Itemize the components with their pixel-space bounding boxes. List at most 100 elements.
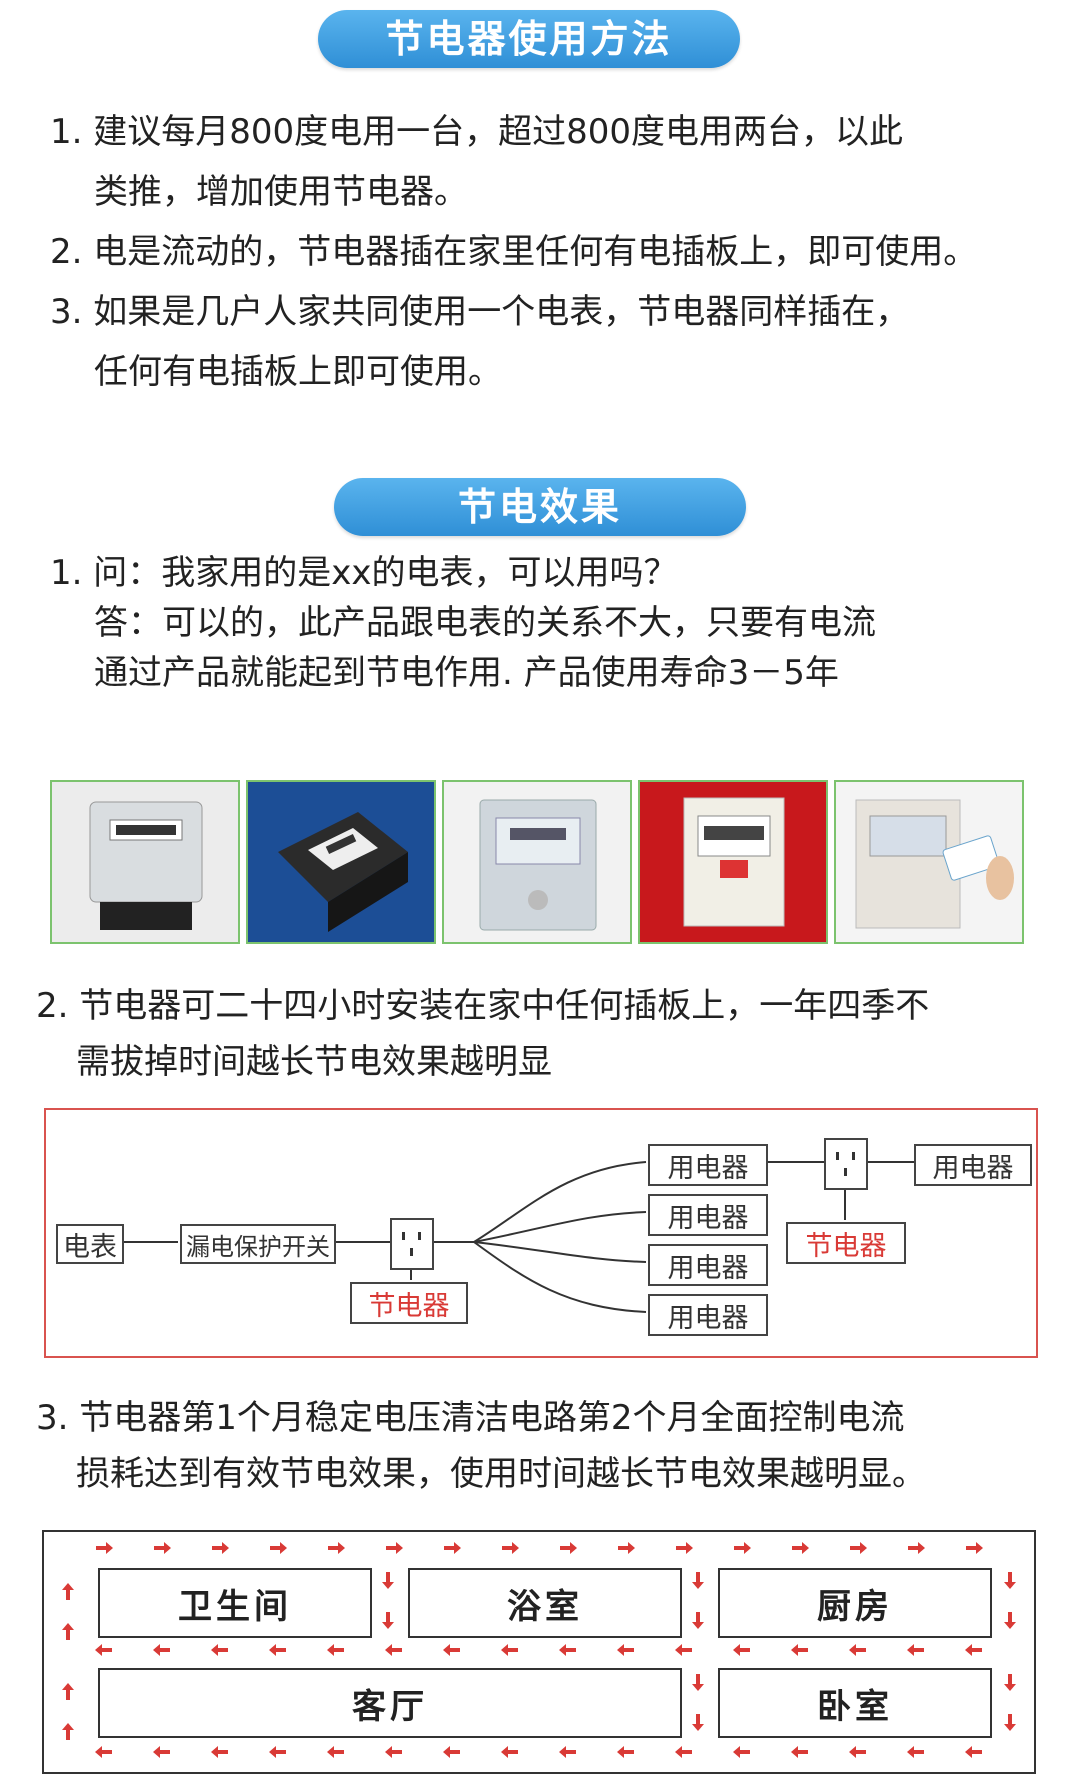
usage-item-2-line-1: 2. 电是流动的，节电器插在家里任何有电插板上，即可使用。 bbox=[50, 232, 978, 272]
flow-arrow-icon bbox=[907, 1746, 924, 1758]
room-bedroom: 卧室 bbox=[718, 1668, 992, 1738]
qa-answer-line-1: 答：可以的，此产品跟电表的关系不大，只要有电流 bbox=[94, 603, 876, 643]
point-3-line-2: 损耗达到有效节电效果，使用时间越长节电效果越明显。 bbox=[76, 1454, 926, 1494]
flow-arrow-icon bbox=[269, 1746, 286, 1758]
usage-item-1-line-2: 类推，增加使用节电器。 bbox=[94, 172, 468, 212]
point-2: 2. 节电器可二十四小时安装在家中任何插板上，一年四季不 需拔掉时间越长节电效果… bbox=[36, 978, 929, 1090]
flow-arrow-icon bbox=[327, 1746, 344, 1758]
flow-arrow-icon bbox=[62, 1623, 74, 1640]
flow-arrow-icon bbox=[95, 1746, 112, 1758]
room-kitchen: 厨房 bbox=[718, 1568, 992, 1638]
flow-arrow-icon bbox=[560, 1542, 577, 1554]
flow-arrow-icon bbox=[692, 1612, 704, 1629]
meter-photo-3 bbox=[442, 780, 632, 944]
socket-icon-right bbox=[824, 1138, 868, 1190]
rooms-diagram: 卫生间 浴室 厨房 客厅 卧室 bbox=[42, 1530, 1036, 1774]
appliance-box-1: 用电器 bbox=[648, 1144, 768, 1186]
usage-item-1-line-1: 1. 建议每月800度电用一台，超过800度电用两台，以此 bbox=[50, 112, 904, 152]
flow-arrow-icon bbox=[502, 1542, 519, 1554]
flow-arrow-icon bbox=[908, 1542, 925, 1554]
flow-arrow-icon bbox=[327, 1644, 344, 1656]
flow-arrow-icon bbox=[443, 1644, 460, 1656]
meter-photo-1 bbox=[50, 780, 240, 944]
point-3-line-1: 3. 节电器第1个月稳定电压清洁电路第2个月全面控制电流 bbox=[36, 1398, 905, 1438]
flow-arrows bbox=[62, 1542, 1016, 1758]
meter-photo-2 bbox=[246, 780, 436, 944]
flow-arrow-icon bbox=[62, 1683, 74, 1700]
qa-block: 1. 问：我家用的是xx的电表，可以用吗？ 答：可以的，此产品跟电表的关系不大，… bbox=[50, 548, 876, 698]
flow-arrow-icon bbox=[1004, 1714, 1016, 1731]
flow-arrow-icon bbox=[850, 1542, 867, 1554]
flow-arrow-icon bbox=[1004, 1572, 1016, 1589]
flow-arrow-icon bbox=[734, 1542, 751, 1554]
flow-arrow-icon bbox=[792, 1542, 809, 1554]
meter-photo-5 bbox=[834, 780, 1024, 944]
flow-arrow-icon bbox=[62, 1583, 74, 1600]
flow-arrow-icon bbox=[791, 1746, 808, 1758]
flow-arrow-icon bbox=[692, 1674, 704, 1691]
flow-arrow-icon bbox=[1004, 1674, 1016, 1691]
flow-arrow-icon bbox=[153, 1644, 170, 1656]
flow-arrow-icon bbox=[733, 1746, 750, 1758]
flow-arrow-icon bbox=[211, 1746, 228, 1758]
flow-arrow-icon bbox=[443, 1746, 460, 1758]
flow-arrow-icon bbox=[269, 1644, 286, 1656]
usage-item-3-line-1: 3. 如果是几户人家共同使用一个电表，节电器同样插在， bbox=[50, 292, 910, 332]
point-2-line-1: 2. 节电器可二十四小时安装在家中任何插板上，一年四季不 bbox=[36, 986, 930, 1026]
flow-arrow-icon bbox=[617, 1746, 634, 1758]
wiring-lines bbox=[122, 1161, 914, 1313]
flow-arrow-icon bbox=[907, 1644, 924, 1656]
flow-arrow-icon bbox=[617, 1644, 634, 1656]
flow-arrow-icon bbox=[501, 1746, 518, 1758]
flow-arrow-icon bbox=[692, 1572, 704, 1589]
flow-arrow-icon bbox=[154, 1542, 171, 1554]
flow-arrow-icon bbox=[96, 1542, 113, 1554]
flow-arrow-icon bbox=[382, 1572, 394, 1589]
point-2-line-2: 需拔掉时间越长节电效果越明显 bbox=[76, 1042, 552, 1082]
saver-box-right: 节电器 bbox=[786, 1222, 906, 1264]
flow-arrow-icon bbox=[385, 1746, 402, 1758]
flow-arrow-icon bbox=[849, 1644, 866, 1656]
flow-arrow-icon bbox=[211, 1644, 228, 1656]
usage-item-1: 1. 建议每月800度电用一台，超过800度电用两台，以此 类推，增加使用节电器… bbox=[50, 102, 903, 222]
flow-arrow-icon bbox=[966, 1542, 983, 1554]
point-3: 3. 节电器第1个月稳定电压清洁电路第2个月全面控制电流 损耗达到有效节电效果，… bbox=[36, 1390, 926, 1502]
flow-arrow-icon bbox=[212, 1542, 229, 1554]
flow-arrow-icon bbox=[559, 1644, 576, 1656]
meter-photo-4 bbox=[638, 780, 828, 944]
flow-arrow-icon bbox=[965, 1746, 982, 1758]
flow-arrow-icon bbox=[153, 1746, 170, 1758]
flow-arrow-icon bbox=[559, 1746, 576, 1758]
socket-icon bbox=[390, 1218, 434, 1270]
meter-box: 电表 bbox=[56, 1224, 124, 1264]
flow-arrow-icon bbox=[328, 1542, 345, 1554]
flow-arrow-icon bbox=[386, 1542, 403, 1554]
flow-arrow-icon bbox=[849, 1746, 866, 1758]
qa-answer-line-2: 通过产品就能起到节电作用. 产品使用寿命3－5年 bbox=[94, 653, 839, 693]
flow-arrow-icon bbox=[733, 1644, 750, 1656]
flow-arrow-icon bbox=[1004, 1612, 1016, 1629]
flow-arrow-icon bbox=[675, 1746, 692, 1758]
appliance-box-3: 用电器 bbox=[648, 1244, 768, 1286]
flow-arrow-icon bbox=[618, 1542, 635, 1554]
flow-arrow-icon bbox=[444, 1542, 461, 1554]
flow-arrow-icon bbox=[692, 1714, 704, 1731]
flow-arrow-icon bbox=[675, 1644, 692, 1656]
flow-arrow-icon bbox=[95, 1644, 112, 1656]
wiring-diagram: 电表 漏电保护开关 节电器 用电器 用电器 用电器 用电器 用电器 节电器 bbox=[44, 1108, 1038, 1358]
flow-arrow-icon bbox=[791, 1644, 808, 1656]
appliance-box-2: 用电器 bbox=[648, 1194, 768, 1236]
usage-item-3: 3. 如果是几户人家共同使用一个电表，节电器同样插在， 任何有电插板上即可使用。 bbox=[50, 282, 909, 402]
qa-question: 1. 问：我家用的是xx的电表，可以用吗？ bbox=[50, 553, 678, 593]
usage-item-2: 2. 电是流动的，节电器插在家里任何有电插板上，即可使用。 bbox=[50, 222, 977, 282]
appliance-box-4: 用电器 bbox=[648, 1294, 768, 1336]
usage-item-3-line-2: 任何有电插板上即可使用。 bbox=[94, 352, 502, 392]
flow-arrow-icon bbox=[965, 1644, 982, 1656]
section-title-usage: 节电器使用方法 bbox=[318, 10, 740, 68]
saver-box: 节电器 bbox=[350, 1282, 468, 1324]
flow-arrow-icon bbox=[382, 1612, 394, 1629]
flow-arrow-icon bbox=[501, 1644, 518, 1656]
flow-arrow-icon bbox=[270, 1542, 287, 1554]
flow-arrow-icon bbox=[62, 1723, 74, 1740]
appliance-box-right: 用电器 bbox=[914, 1144, 1032, 1186]
